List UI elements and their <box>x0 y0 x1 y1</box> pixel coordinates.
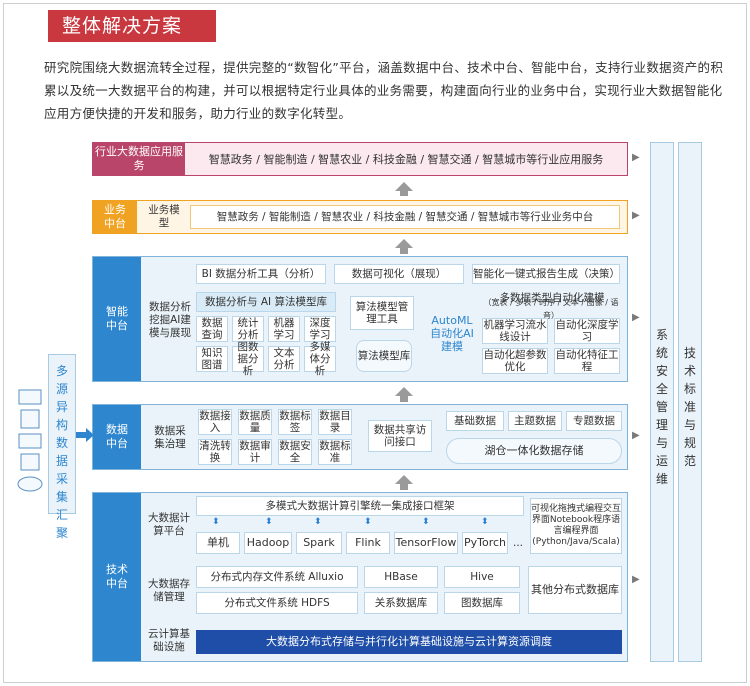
data-cell: 数据标准 <box>318 439 352 465</box>
standard-label: 技术标准与规范 <box>683 346 696 468</box>
arrow-updown-icon: ⬍ <box>422 517 430 527</box>
arrow-up-icon <box>395 182 413 191</box>
auto-cell: 机器学习流水线设计 <box>482 318 548 344</box>
model-cell: 统计分析 <box>232 316 264 342</box>
data-cell: 数据接入 <box>198 409 232 435</box>
engine-box: 单机 <box>196 532 240 554</box>
arrow-right-icon: ▶ <box>632 210 640 221</box>
report-box: 智能化一键式报告生成（决策） <box>472 264 620 284</box>
model-cell: 深度学习 <box>304 316 336 342</box>
model-cell: 图数据分析 <box>232 341 264 377</box>
topic-data-box: 主题数据 <box>508 411 562 431</box>
arrow-up-icon <box>395 239 413 248</box>
data-middle-sub: 数据采集治理 <box>154 425 186 450</box>
more-engines: ... <box>512 536 523 549</box>
business-content: 智慧政务 / 智能制造 / 智慧农业 / 科技金融 / 智慧交通 / 智慧城市等… <box>190 205 620 229</box>
automl-label: AutoML自动化AI 建模 <box>430 313 474 353</box>
storage-label: 大数据存储管理 <box>148 578 190 603</box>
data-cell: 数据安全 <box>278 439 312 465</box>
model-cell: 文本分析 <box>268 346 300 372</box>
security-column <box>650 142 674 662</box>
storage-box: 关系数据库 <box>364 592 438 614</box>
engine-framework-box: 多模式大数据计算引擎统一集成接口框架 <box>196 496 524 516</box>
base-data-box: 基础数据 <box>446 411 504 431</box>
table-icon <box>20 453 40 471</box>
multi-type-title: 多数据类型自动化建模 <box>499 291 605 304</box>
other-db-box: 其他分布式数据库 <box>528 566 622 614</box>
auto-cell: 自动化超参数优化 <box>482 348 548 374</box>
engine-box: Hadoop <box>244 532 292 554</box>
bi-tool-box: BI 数据分析工具（分析） <box>196 264 326 284</box>
storage-box: 分布式内存文件系统 Alluxio <box>196 566 358 588</box>
auto-cell: 自动化特征工程 <box>554 348 620 374</box>
arrow-right-icon: ▶ <box>632 574 640 585</box>
database-icon <box>18 389 42 405</box>
arrow-stem <box>400 248 408 254</box>
arrow-updown-icon: ⬍ <box>212 517 220 527</box>
storage-box: Hive <box>444 566 520 588</box>
data-source-icons <box>17 389 43 492</box>
business-label: 业务中台 <box>93 201 137 233</box>
storage-box: 分布式文件系统 HDFS <box>196 592 358 614</box>
cloud-icon <box>17 476 43 492</box>
industry-label: 行业大数据应用服务 <box>93 143 185 175</box>
intelligence-label: 智能中台 <box>93 257 141 381</box>
source-collection-strip <box>48 354 76 514</box>
storage-box: 图数据库 <box>444 592 520 614</box>
intro-paragraph: 研究院围绕大数据流转全过程，提供完整的“数智化”平台，涵盖数据中台、技术中台、智… <box>44 60 724 121</box>
document-icon <box>20 409 40 429</box>
compute-label: 大数据计算平台 <box>148 512 190 537</box>
data-cell: 数据目录 <box>318 409 352 435</box>
model-cell: 知识图谱 <box>196 346 228 372</box>
arrow-stem <box>400 191 408 196</box>
engine-box: PyTorch <box>462 532 508 554</box>
model-cell: 多媒体分析 <box>304 341 336 377</box>
arrow-updown-icon: ⬍ <box>314 517 322 527</box>
auto-cell: 自动化深度学习 <box>554 318 620 344</box>
arrow-updown-icon: ⬍ <box>364 517 372 527</box>
model-cell: 机器学习 <box>268 316 300 342</box>
industry-content: 智慧政务 / 智能制造 / 智慧农业 / 科技金融 / 智慧交通 / 智慧城市等… <box>208 152 604 166</box>
intelligence-sub: 数据分析挖掘AI建模与展现 <box>149 300 191 339</box>
algo-tool-box: 算法模型管理工具 <box>350 296 414 330</box>
share-interface-box: 数据共享访问接口 <box>368 420 432 452</box>
data-cell: 数据标签 <box>278 409 312 435</box>
multi-type-sub: （宽表 / 多表 / 时序 / 文本 / 图像 / 语音） <box>483 298 619 320</box>
model-cell: 数据查询 <box>196 316 228 342</box>
ai-model-library-title: 数据分析与 AI 算法模型库 <box>196 292 336 312</box>
data-cell: 数据质量 <box>238 409 272 435</box>
arrow-right-icon <box>76 428 94 442</box>
business-sub: 业务模型 <box>148 204 180 229</box>
storage-box: HBase <box>364 566 438 588</box>
arrow-up-icon <box>395 387 413 396</box>
security-label: 系统安全管理与运维 <box>655 328 668 486</box>
special-data-box: 专题数据 <box>566 411 622 431</box>
notebook-box: 可视化拖拽式编程交互界面Notebook程序语言编程界面(Python/Java… <box>530 498 622 554</box>
arrow-stem <box>400 396 408 402</box>
arrow-right-icon: ▶ <box>632 430 640 441</box>
tech-label: 技术中台 <box>93 493 141 661</box>
source-collection-label: 多源异构数据采集汇聚 <box>55 364 68 540</box>
lake-storage-box: 湖仓一体化数据存储 <box>446 438 622 464</box>
visualization-box: 数据可视化（展现） <box>334 264 464 284</box>
arrow-up-icon <box>395 475 413 484</box>
cloud-box: 大数据分布式存储与并行化计算基础设施与云计算资源调度 <box>196 630 622 654</box>
outer-frame <box>3 3 747 683</box>
data-cell: 数据审计 <box>238 439 272 465</box>
arrow-right-icon: ▶ <box>632 152 640 163</box>
engine-box: Flink <box>346 532 390 554</box>
standard-column <box>678 142 702 662</box>
arrow-right-icon: ▶ <box>632 312 640 323</box>
arrow-updown-icon: ⬍ <box>481 517 489 527</box>
data-middle-label: 数据中台 <box>93 405 141 469</box>
page-title: 整体解决方案 <box>48 10 216 42</box>
arrow-stem <box>400 484 408 490</box>
cloud-label: 云计算基础设施 <box>148 628 190 653</box>
data-cell: 清洗转换 <box>198 439 232 465</box>
arrow-updown-icon: ⬍ <box>265 517 273 527</box>
file-icon <box>18 433 42 449</box>
engine-box: Spark <box>296 532 342 554</box>
algo-lib-box: 算法模型库 <box>356 340 412 372</box>
engine-box: TensorFlow <box>394 532 458 554</box>
